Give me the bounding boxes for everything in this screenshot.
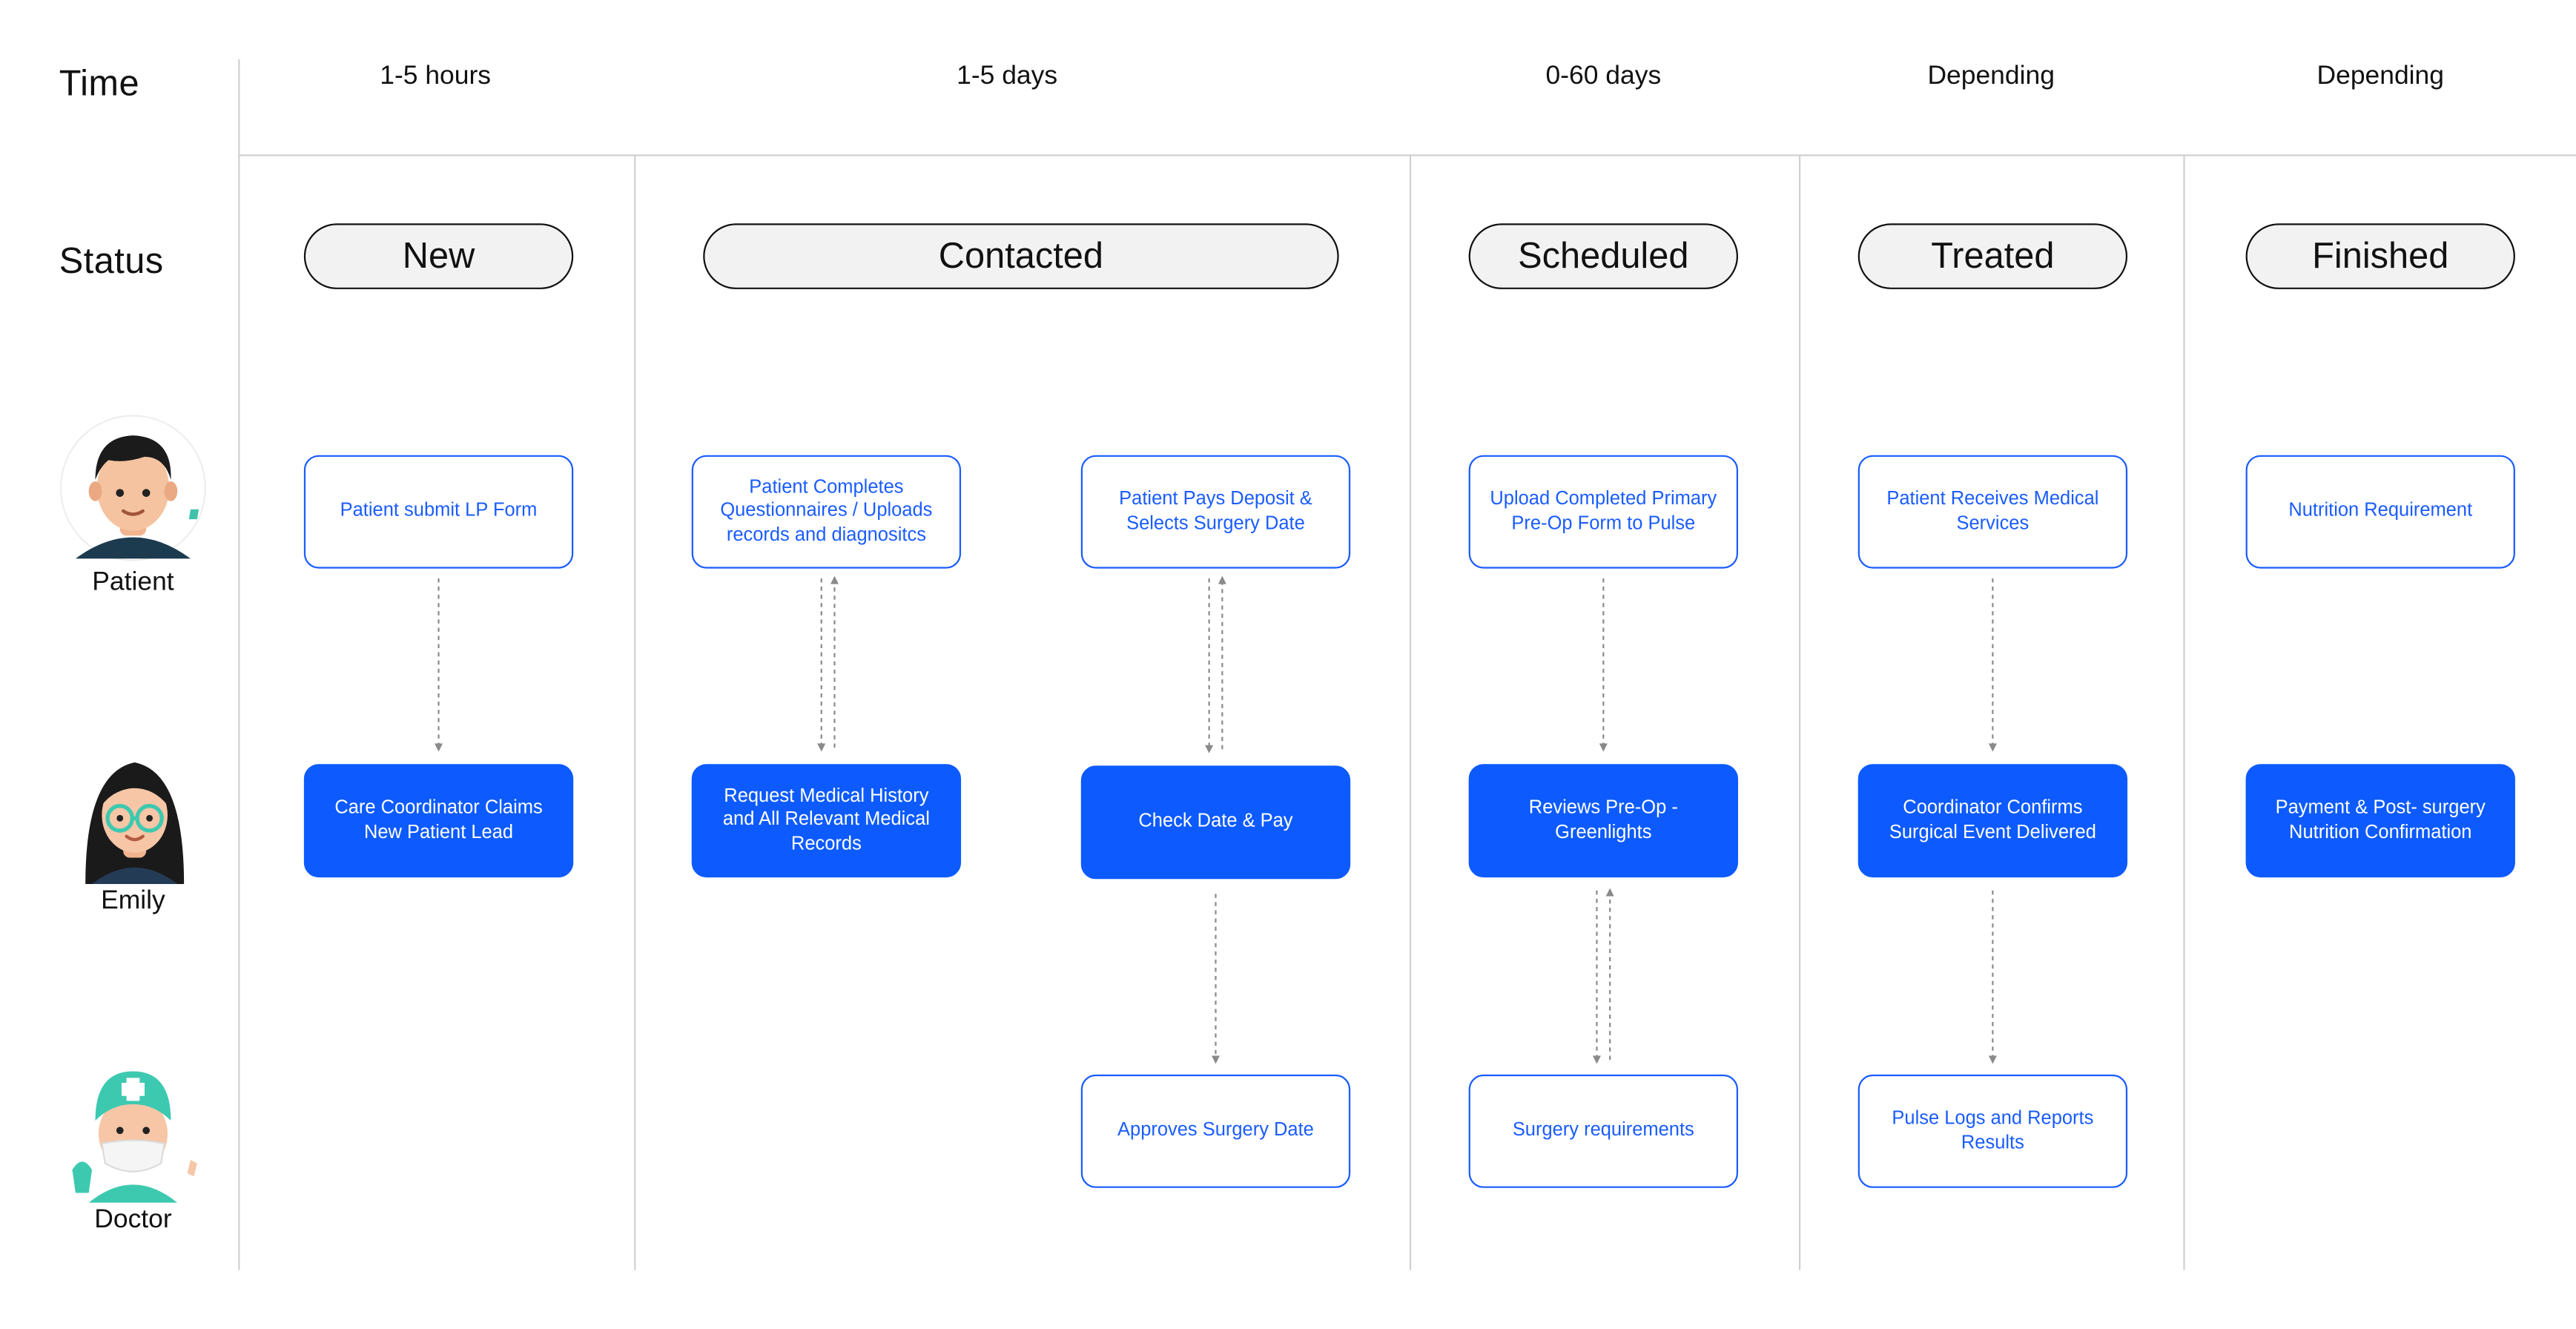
status-finished-pill: Finished	[2245, 223, 2515, 289]
step-treated-emily: Coordinator Confirms Surgical Event Deli…	[1857, 764, 2128, 878]
step-new-patient: Patient submit LP Form	[303, 455, 574, 569]
step-scheduled-emily: Reviews Pre-Op - Greenlights	[1468, 764, 1738, 878]
column-divider	[1409, 156, 1412, 1270]
patient-avatar-icon	[59, 414, 207, 561]
doctor-name: Doctor	[94, 1206, 172, 1234]
step-treated-patient: Patient Receives Medical Services	[1857, 455, 2128, 569]
step-scheduled-patient: Upload Completed Primary Pre-Op Form to …	[1468, 455, 1738, 569]
status-scheduled-pill: Scheduled	[1468, 223, 1738, 289]
status-new-pill: New	[303, 223, 574, 289]
step-finished-patient: Nutrition Requirement	[2245, 455, 2515, 569]
step-finished-emily: Payment & Post- surgery Nutrition Confir…	[2245, 764, 2515, 878]
time-row-label: Time	[59, 62, 140, 104]
time-finished: Depending	[2316, 62, 2445, 90]
step-contacted-b-emily: Check Date & Pay	[1080, 765, 1351, 880]
time-contacted: 1-5 days	[957, 62, 1058, 90]
column-divider	[634, 156, 636, 1270]
label-column-divider	[238, 59, 240, 1270]
status-treated-pill: Treated	[1857, 223, 2128, 289]
step-treated-doctor: Pulse Logs and Reports Results	[1857, 1074, 2128, 1188]
column-divider	[2183, 156, 2185, 1270]
step-new-emily: Care Coordinator Claims New Patient Lead	[303, 764, 574, 878]
column-divider	[1798, 156, 1801, 1270]
step-contacted-a-emily: Request Medical History and All Relevant…	[691, 764, 962, 878]
time-treated: Depending	[1927, 62, 2055, 90]
doctor-avatar-icon	[59, 1061, 207, 1203]
time-scheduled: 0-60 days	[1545, 62, 1662, 90]
emily-name: Emily	[101, 887, 165, 916]
coordinator-avatar-icon	[66, 742, 204, 884]
step-contacted-a-patient: Patient Completes Questionnaires / Uploa…	[691, 455, 962, 569]
status-row-label: Status	[59, 240, 164, 281]
step-contacted-b-doctor: Approves Surgery Date	[1080, 1074, 1351, 1188]
patient-name: Patient	[92, 568, 174, 597]
step-scheduled-doctor: Surgery requirements	[1468, 1074, 1738, 1188]
step-contacted-b-patient: Patient Pays Deposit & Selects Surgery D…	[1080, 455, 1351, 569]
header-divider	[238, 154, 2576, 156]
status-contacted-pill: Contacted	[703, 223, 1339, 289]
time-new: 1-5 hours	[380, 62, 491, 90]
